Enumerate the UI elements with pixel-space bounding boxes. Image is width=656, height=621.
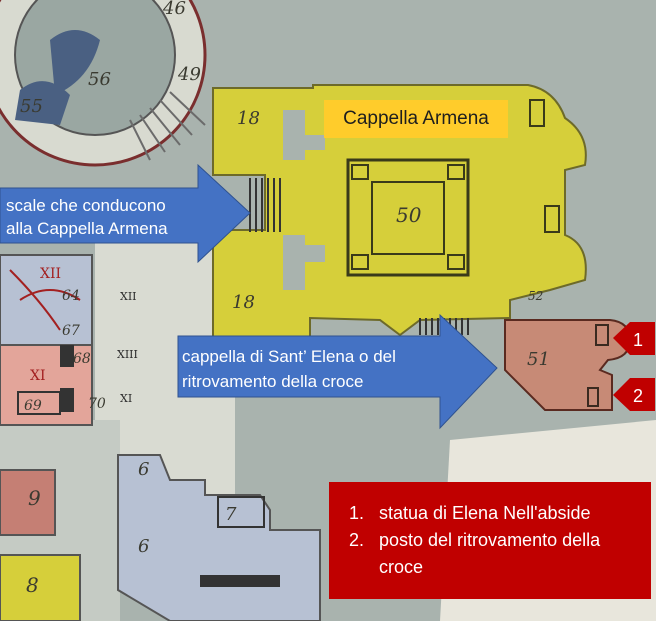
room-number: 9 <box>28 486 41 510</box>
roman-numeral: XII <box>120 290 137 303</box>
staircase-armena <box>249 178 281 232</box>
legend-list: statua di Elena Nell'abside posto del ri… <box>329 500 639 581</box>
cappella-armena-plan <box>212 84 587 346</box>
marker-1-number: 1 <box>633 330 643 350</box>
room-number: 8 <box>26 573 39 597</box>
stairs-callout: scale che conducono alla Cappella Armena <box>6 194 168 240</box>
legend-item: posto del ritrovamento della croce <box>369 527 639 581</box>
legend-box: statua di Elena Nell'abside posto del ri… <box>329 482 651 599</box>
room-number: 56 <box>88 69 111 90</box>
room-number: 18 <box>232 292 255 313</box>
room-number: 18 <box>237 108 260 129</box>
room-number: 6 <box>138 536 149 557</box>
room-number: 52 <box>528 289 543 303</box>
roman-numeral: XI <box>120 392 132 405</box>
legend-item: statua di Elena Nell'abside <box>369 500 639 527</box>
stairs-callout-line: scale che conducono <box>6 196 166 215</box>
roman-numeral: XII <box>40 266 61 282</box>
radial-stairs <box>129 91 206 161</box>
elena-callout: cappella di Sant’ Elena o del ritrovamen… <box>182 344 396 394</box>
room-number: 7 <box>225 504 237 525</box>
room-number: 49 <box>177 64 201 85</box>
room-number: 6 <box>138 459 149 480</box>
room-number: 46 <box>162 0 186 19</box>
roman-numeral: XIII <box>117 348 138 361</box>
left-rooms <box>0 254 93 621</box>
arrow-elena <box>177 313 498 430</box>
room-number: 50 <box>396 203 422 227</box>
marker-2-number: 2 <box>633 386 643 406</box>
room-number: 51 <box>527 349 550 370</box>
room-number: 64 <box>62 288 80 304</box>
room-number: 67 <box>62 323 80 339</box>
room-number: 68 <box>73 351 91 367</box>
room-number: 70 <box>88 396 106 412</box>
elena-callout-line: cappella di Sant’ Elena o del <box>182 347 396 366</box>
roman-numeral: XI <box>30 368 46 384</box>
lower-rooms <box>117 454 321 621</box>
marker-2-arrow <box>613 378 655 411</box>
stairs-callout-line: alla Cappella Armena <box>6 219 168 238</box>
elena-callout-line: ritrovamento della croce <box>182 372 364 391</box>
room-number: 69 <box>24 398 42 414</box>
rotunda <box>0 0 207 167</box>
marker-1-arrow <box>613 322 655 355</box>
cappella-armena-label: Cappella Armena <box>324 100 508 138</box>
arrow-stairs <box>0 163 251 264</box>
room-number: 55 <box>20 96 43 117</box>
